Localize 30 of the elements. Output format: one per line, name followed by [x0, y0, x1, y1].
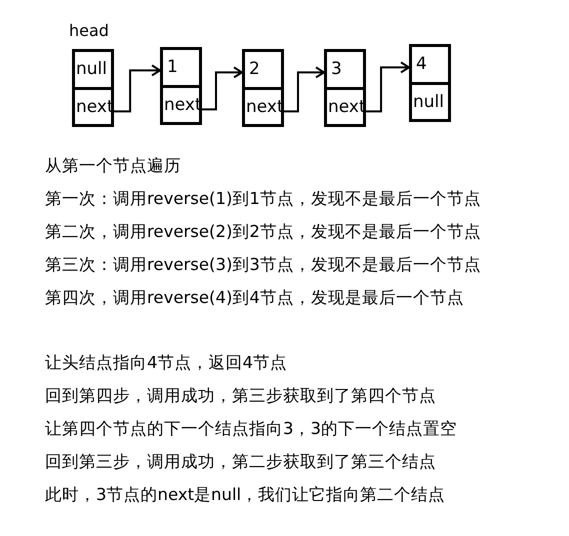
node-field-text: next — [164, 94, 202, 115]
description-line: 回到第四步，调用成功，第三步获取到了第四个节点 — [45, 385, 436, 407]
list-node-box — [72, 49, 114, 127]
node-field-text: null — [76, 59, 107, 80]
description-line: 第一次：调用reverse(1)到1节点，发现不是最后一个节点 — [45, 188, 481, 210]
node-field-text: 4 — [416, 54, 427, 74]
arrow — [366, 61, 410, 112]
description-line: 第二次，调用reverse(2)到2节点，发现不是最后一个节点 — [45, 221, 481, 243]
node-field-text: next — [76, 96, 114, 117]
list-node-box — [242, 49, 284, 127]
description-line: 让第四个节点的下一个结点指向3，3的下一个结点置空 — [45, 418, 457, 440]
list-node-box — [160, 47, 202, 125]
node-field-text: next — [328, 96, 366, 117]
description-line: 从第一个节点遍历 — [45, 155, 181, 177]
node-field-text: 3 — [331, 59, 342, 80]
node-field-text: 1 — [167, 57, 178, 78]
node-field-text: next — [246, 96, 284, 117]
node-caption: head — [69, 21, 109, 40]
arrow — [284, 66, 325, 112]
node-field-text: null — [413, 92, 444, 112]
description-line: 回到第三步，调用成功，第二步获取到了第三个结点 — [45, 451, 436, 473]
arrow — [202, 66, 243, 110]
description-line: 第四次，调用reverse(4)到4节点，发现是最后一个节点 — [45, 287, 464, 309]
description-line: 让头结点指向4节点，返回4节点 — [45, 352, 287, 374]
node-field-text: 2 — [249, 59, 260, 80]
list-node-box — [409, 44, 451, 122]
list-node-box — [324, 49, 366, 127]
description-line: 此时，3节点的next是null，我们让它指向第二个结点 — [45, 484, 446, 506]
description-line: 第三次：调用reverse(3)到3节点，发现不是最后一个节点 — [45, 254, 481, 276]
arrow — [114, 64, 161, 112]
